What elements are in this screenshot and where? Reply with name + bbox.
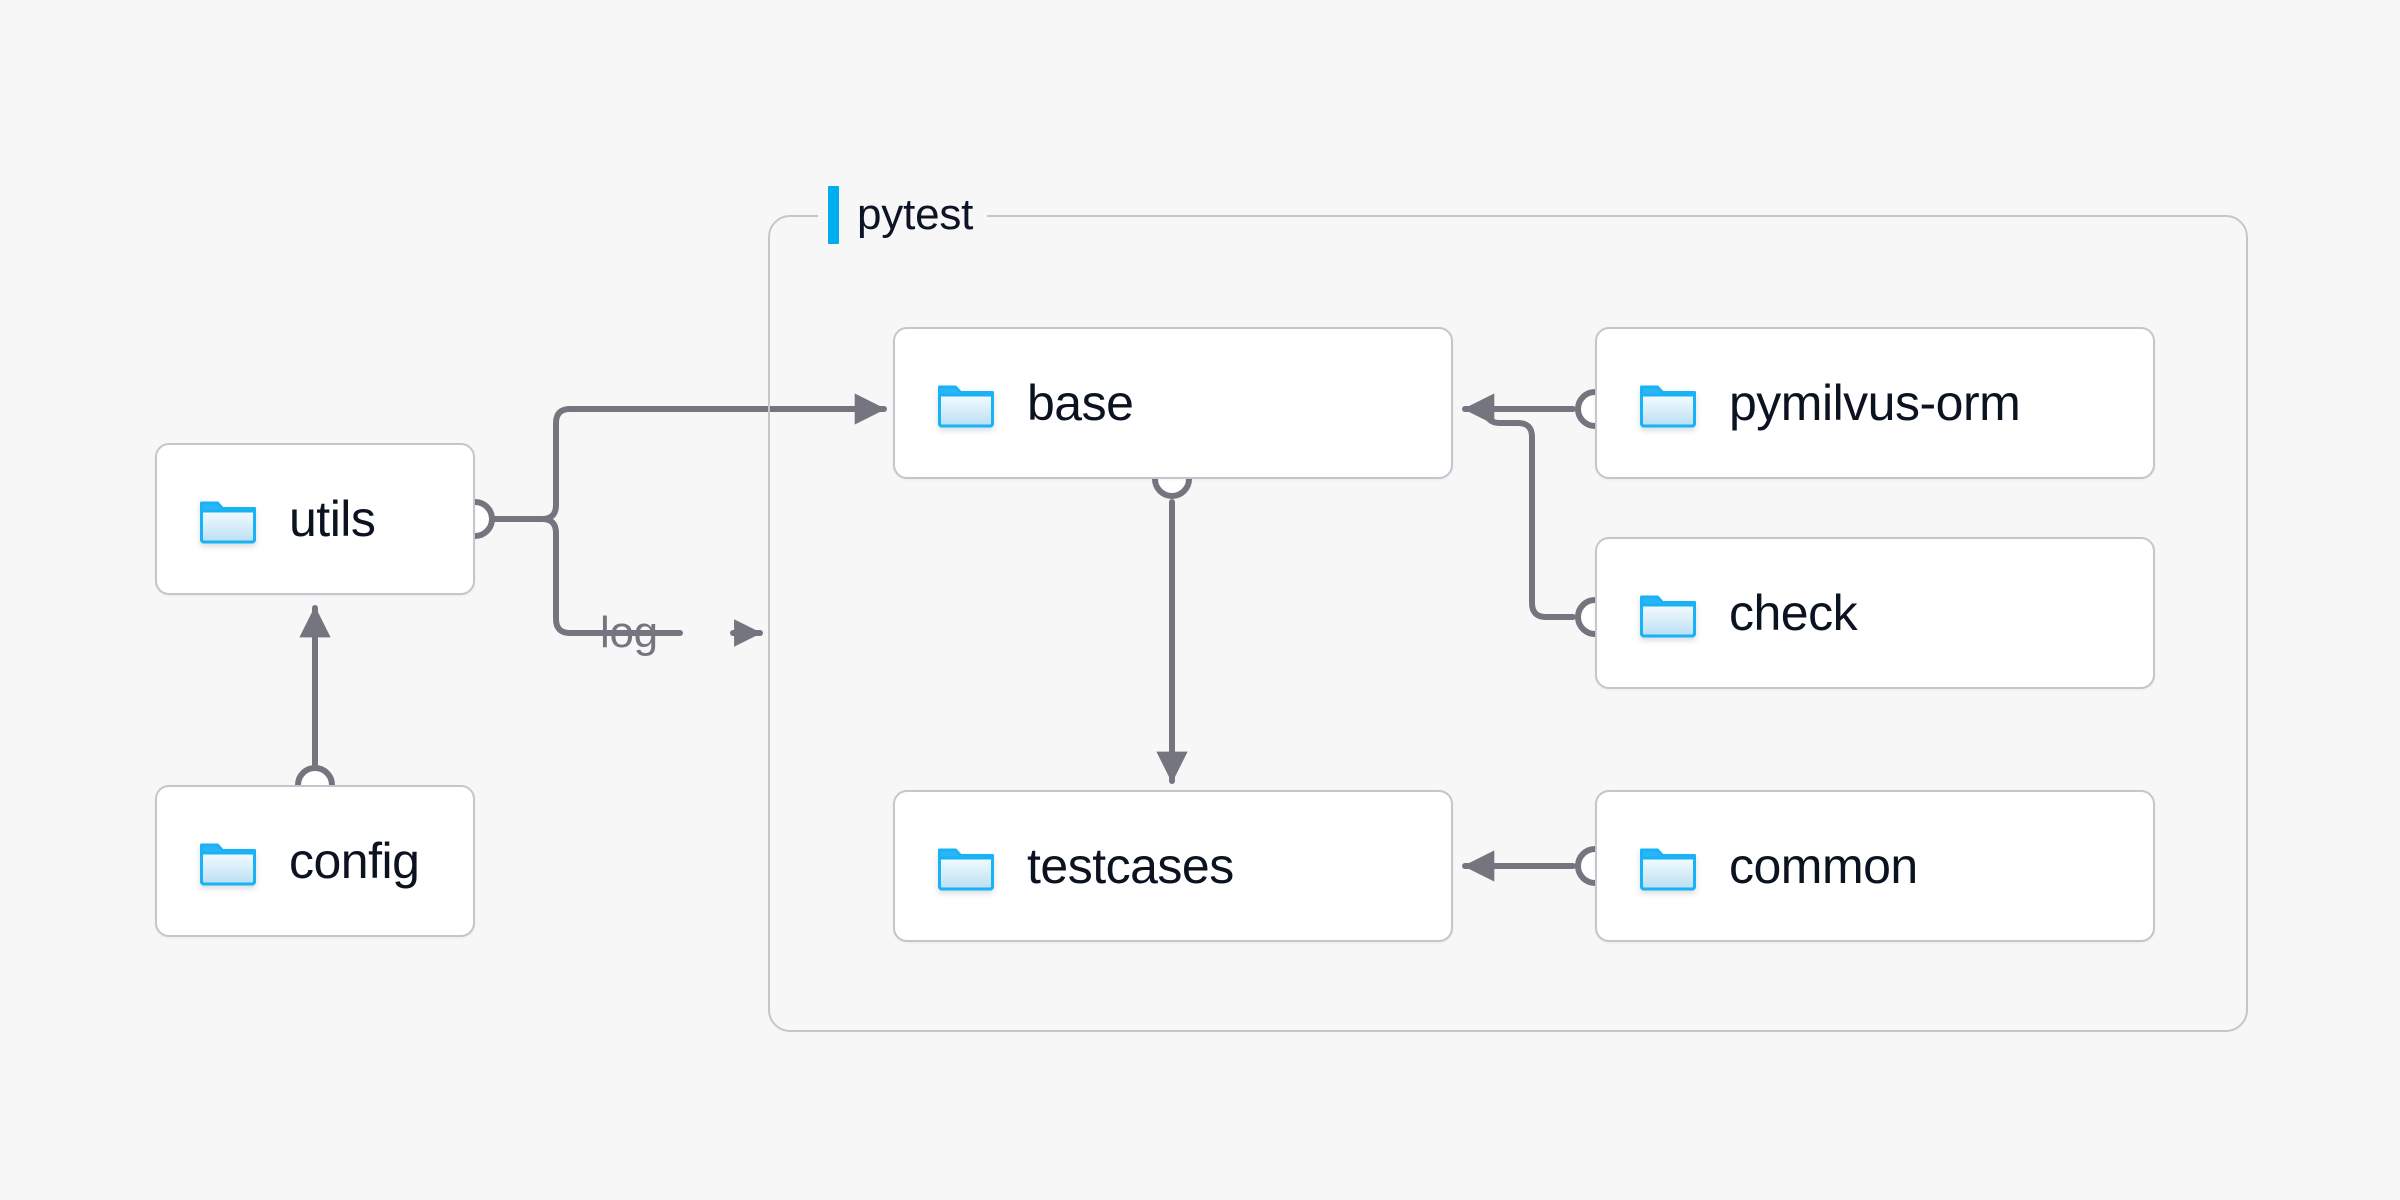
- node-label: pymilvus-orm: [1729, 375, 2021, 431]
- node-label: config: [289, 833, 420, 889]
- node-label: utils: [289, 491, 376, 547]
- node-label: base: [1027, 375, 1134, 431]
- node-pymilvus-orm[interactable]: pymilvus-orm: [1595, 327, 2155, 479]
- folder-icon: [199, 836, 257, 886]
- node-label: common: [1729, 838, 1918, 894]
- group-label-text: pytest: [857, 190, 974, 239]
- folder-icon: [1639, 378, 1697, 428]
- node-check[interactable]: check: [1595, 537, 2155, 689]
- folder-icon: [199, 494, 257, 544]
- folder-icon: [937, 841, 995, 891]
- node-utils[interactable]: utils: [155, 443, 475, 595]
- group-accent-bar: [828, 186, 839, 244]
- node-common[interactable]: common: [1595, 790, 2155, 942]
- folder-icon: [1639, 588, 1697, 638]
- folder-icon: [1639, 841, 1697, 891]
- node-label: check: [1729, 585, 1858, 641]
- node-base[interactable]: base: [893, 327, 1453, 479]
- pytest-group-label: pytest: [818, 184, 988, 246]
- folder-icon: [937, 378, 995, 428]
- edge-label-log: log: [600, 608, 658, 657]
- node-label: testcases: [1027, 838, 1234, 894]
- node-testcases[interactable]: testcases: [893, 790, 1453, 942]
- node-config[interactable]: config: [155, 785, 475, 937]
- pytest-group-container[interactable]: [768, 215, 2248, 1032]
